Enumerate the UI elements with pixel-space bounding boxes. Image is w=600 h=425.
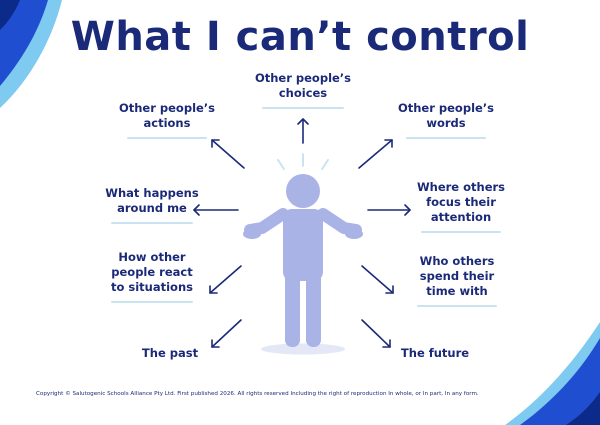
- label-underline: [127, 137, 207, 139]
- arrow-icon: [361, 265, 394, 294]
- label-the-past: The past: [125, 346, 215, 361]
- label-underline: [421, 231, 501, 233]
- label-underline: [111, 222, 193, 224]
- arrow-icon: [297, 118, 309, 144]
- label-text: Where others focus their attention: [416, 180, 506, 224]
- top-left-corner-swoosh: [0, 0, 62, 108]
- copyright-footer: Copyright © Salutogenic Schools Alliance…: [36, 391, 479, 397]
- arrow-icon: [193, 204, 239, 216]
- arrow-icon: [209, 265, 242, 294]
- label-underline: [111, 301, 193, 303]
- arrow-icon: [211, 319, 242, 348]
- arrow-icon: [367, 204, 411, 216]
- label-text: Other people’s choices: [254, 71, 352, 100]
- label-text: Other people’s actions: [118, 101, 216, 130]
- arrow-icon: [361, 319, 391, 348]
- label-other-peoples-actions: Other people’s actions: [113, 101, 221, 139]
- label-text: How other people react to situations: [110, 250, 193, 294]
- label-text: The future: [400, 346, 470, 360]
- label-how-other-people-react: How other people react to situations: [97, 250, 207, 303]
- label-text: The past: [141, 346, 199, 360]
- label-other-peoples-choices: Other people’s choices: [248, 71, 358, 109]
- bottom-right-corner-swoosh: [505, 322, 600, 425]
- label-underline: [406, 137, 486, 139]
- page-title: What I can’t control: [70, 14, 530, 60]
- label-text: Other people’s words: [397, 101, 495, 130]
- label-what-happens-around-me: What happens around me: [97, 186, 207, 224]
- label-who-others-spend-time-with: Who others spend their time with: [404, 254, 510, 307]
- label-underline: [262, 107, 344, 109]
- arrow-icon: [358, 139, 393, 169]
- person-shrugging-icon: [243, 153, 363, 355]
- label-the-future: The future: [390, 346, 480, 361]
- label-where-others-focus: Where others focus their attention: [408, 180, 514, 233]
- label-underline: [417, 305, 497, 307]
- label-text: Who others spend their time with: [419, 254, 495, 298]
- arrow-icon: [211, 139, 245, 169]
- label-text: What happens around me: [105, 186, 199, 215]
- label-other-peoples-words: Other people’s words: [392, 101, 500, 139]
